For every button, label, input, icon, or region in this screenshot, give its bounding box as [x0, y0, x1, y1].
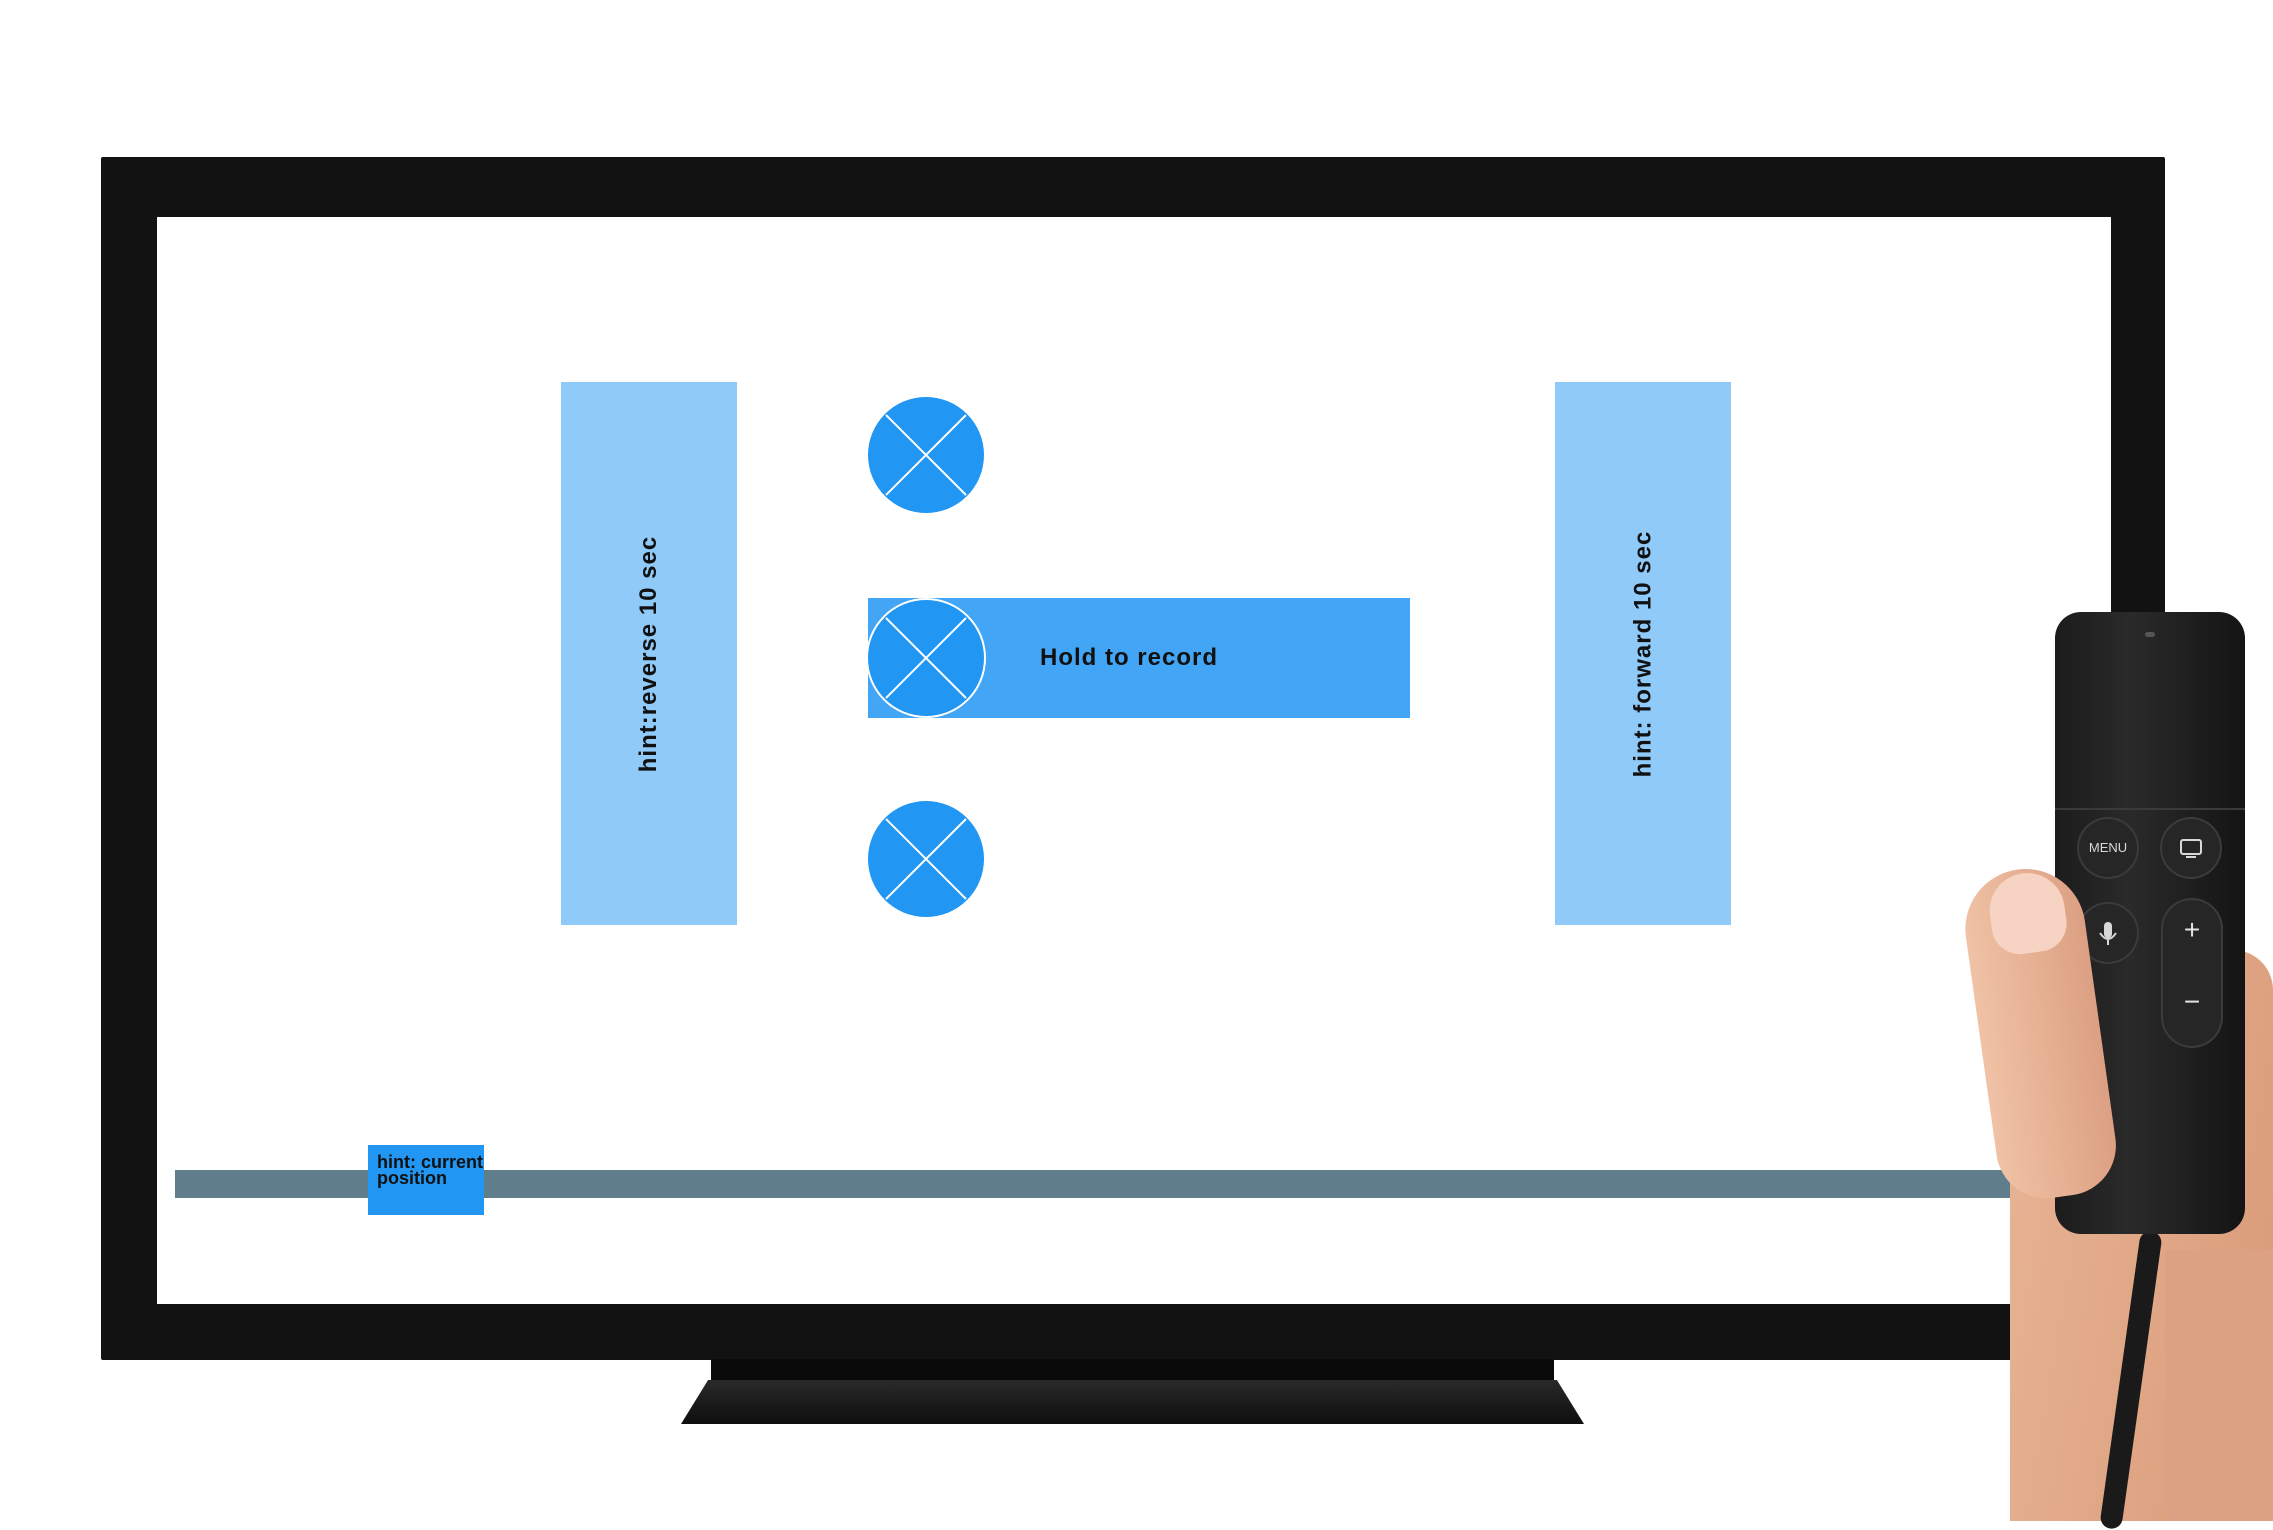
tv-stand-base: [681, 1380, 1584, 1424]
placeholder-x-icon: [885, 617, 967, 699]
tv-icon: [2180, 839, 2202, 858]
current-position-hint[interactable]: hint: current position: [368, 1145, 484, 1215]
volume-up-label: +: [2183, 914, 2201, 945]
remote-touch-surface[interactable]: [2055, 612, 2245, 810]
record-button[interactable]: [868, 600, 984, 716]
timeline-scrubber[interactable]: [175, 1170, 2111, 1198]
placeholder-x-icon: [885, 414, 967, 496]
record-label: Hold to record: [1040, 644, 1219, 671]
hint-reverse-label: hint:reverse 10 sec: [635, 535, 662, 772]
hand-wrist: [2165, 1250, 2273, 1521]
placeholder-x-icon: [885, 818, 967, 900]
microphone-icon: [2099, 922, 2117, 945]
hint-forward-panel[interactable]: hint: forward 10 sec: [1555, 382, 1731, 925]
top-placeholder-button[interactable]: [868, 397, 984, 513]
hint-reverse-panel[interactable]: hint:reverse 10 sec: [561, 382, 737, 925]
volume-down-label: −: [2183, 986, 2201, 1017]
remote-menu-button[interactable]: MENU: [2077, 817, 2139, 879]
tv-screen: hint:reverse 10 sec hint: forward 10 sec…: [157, 217, 2111, 1304]
remote-volume-rocker[interactable]: + −: [2161, 898, 2223, 1048]
remote-tv-button[interactable]: [2160, 817, 2222, 879]
hint-forward-label: hint: forward 10 sec: [1629, 530, 1657, 777]
bottom-placeholder-button[interactable]: [868, 801, 984, 917]
remote-ir-window: [2145, 632, 2155, 637]
